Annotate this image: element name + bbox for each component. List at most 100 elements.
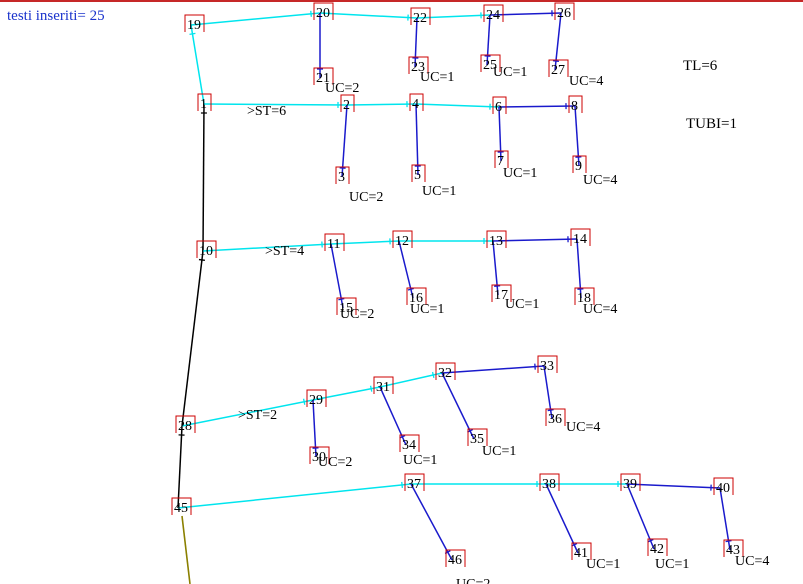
node-34: 34: [399, 434, 420, 453]
pipe-10-1: [200, 103, 207, 252]
node-24: 24: [483, 4, 504, 23]
node-25-number: 25: [483, 58, 497, 73]
node-41: 41: [571, 542, 592, 561]
pipe-4-6: [415, 103, 500, 110]
node-22: 22: [410, 7, 431, 26]
label-uc-7: UC=1: [503, 166, 537, 181]
node-40: 40: [713, 477, 734, 496]
top-border: [0, 0, 803, 2]
pipe-37-46: [410, 483, 453, 561]
node-46: 46: [445, 549, 466, 568]
pipe-26-27: [552, 12, 562, 71]
node-32-number: 32: [438, 366, 452, 381]
pipe-37-38: [411, 481, 546, 487]
pipe-12-13: [399, 238, 493, 244]
pipes: [177, 10, 732, 584]
node-22-number: 22: [413, 11, 427, 26]
node-28: 28: [175, 415, 196, 434]
node-12: 12: [392, 230, 413, 249]
node-21-number: 21: [316, 71, 330, 86]
node-4-number: 4: [412, 97, 419, 112]
node-45: 45: [171, 497, 192, 516]
node-30: 30: [309, 446, 330, 465]
node-3-number: 3: [338, 170, 345, 185]
pipe-4-5: [414, 103, 421, 176]
inserted-count-label: testi inseriti= 25: [7, 8, 105, 25]
label-uc-5: UC=1: [422, 184, 456, 199]
pipe-13-17: [492, 240, 501, 296]
label-uc-30: UC=2: [318, 455, 352, 470]
node-13-number: 13: [489, 234, 503, 249]
pipe-29-30: [312, 399, 319, 458]
pipe-14-18: [576, 238, 584, 299]
node-8: 8: [568, 95, 583, 114]
node-24-number: 24: [486, 8, 500, 23]
node-19-number: 19: [187, 18, 201, 33]
node-2-number: 2: [343, 98, 350, 113]
label-uc-18: UC=4: [583, 302, 617, 317]
pipe-40-43: [719, 487, 732, 551]
pipe-22-24: [416, 12, 491, 19]
label-uc-27: UC=4: [569, 74, 603, 89]
node-45-number: 45: [174, 501, 188, 516]
label-st-1: >ST=6: [247, 104, 286, 119]
node-9-number: 9: [575, 159, 582, 174]
node-6: 6: [492, 96, 507, 115]
label-uc-17: UC=1: [505, 297, 539, 312]
node-5: 5: [411, 164, 426, 183]
pipe-10-11: [202, 241, 332, 252]
inserted-label-text: testi inseriti=: [7, 8, 86, 24]
node-37-number: 37: [407, 477, 421, 492]
node-40-number: 40: [716, 481, 730, 496]
node-7: 7: [494, 150, 509, 169]
node-33-number: 33: [540, 359, 554, 374]
node-39-number: 39: [623, 477, 637, 492]
label-uc-36: UC=4: [566, 420, 600, 435]
pipe-8-9: [574, 105, 582, 167]
node-20-number: 20: [316, 6, 330, 21]
pipe-29-31: [312, 385, 381, 401]
pipe-24-25: [484, 14, 491, 66]
node-29: 29: [306, 389, 327, 408]
node-46-number: 46: [448, 553, 462, 568]
pipe-28-29: [181, 398, 314, 427]
pipe-20-21: [317, 13, 323, 78]
node-13: 13: [486, 230, 507, 249]
node-31-number: 31: [376, 380, 390, 395]
node-39: 39: [620, 473, 641, 492]
node-34-number: 34: [402, 438, 416, 453]
pipe-39-40: [626, 483, 721, 491]
pipe-22-23: [412, 17, 419, 68]
pipe-31-34: [379, 386, 407, 446]
pipe-45-37: [177, 481, 412, 509]
node-23-number: 23: [411, 60, 425, 75]
pipe-1-19: [189, 24, 205, 105]
node-35-number: 35: [470, 432, 484, 447]
pipe-39-42: [626, 483, 655, 550]
label-uc-46: UC=2: [456, 577, 490, 584]
pipe-38-39: [546, 481, 627, 487]
pipe-24-26: [489, 10, 562, 17]
node-26-number: 26: [557, 6, 571, 21]
node-16: 16: [406, 287, 427, 306]
node-14-number: 14: [573, 232, 587, 247]
node-6-number: 6: [495, 100, 502, 115]
node-37: 37: [404, 473, 425, 492]
node-8-number: 8: [571, 99, 578, 114]
tubi-label: TUBI=1: [686, 116, 737, 132]
node-27-number: 27: [551, 63, 565, 78]
node-35: 35: [467, 428, 488, 447]
node-26: 26: [554, 2, 575, 21]
node-11-number: 11: [327, 237, 340, 252]
tl-label: TL=6: [683, 58, 718, 74]
label-uc-3: UC=2: [349, 190, 383, 205]
label-uc-41: UC=1: [586, 557, 620, 572]
label-st-10: >ST=4: [265, 244, 304, 259]
label-uc-21: UC=2: [325, 81, 359, 96]
label-st-28: >ST=2: [238, 408, 277, 423]
pipe-45-28: [177, 425, 185, 509]
node-31: 31: [373, 376, 394, 395]
node-14: 14: [570, 228, 591, 247]
